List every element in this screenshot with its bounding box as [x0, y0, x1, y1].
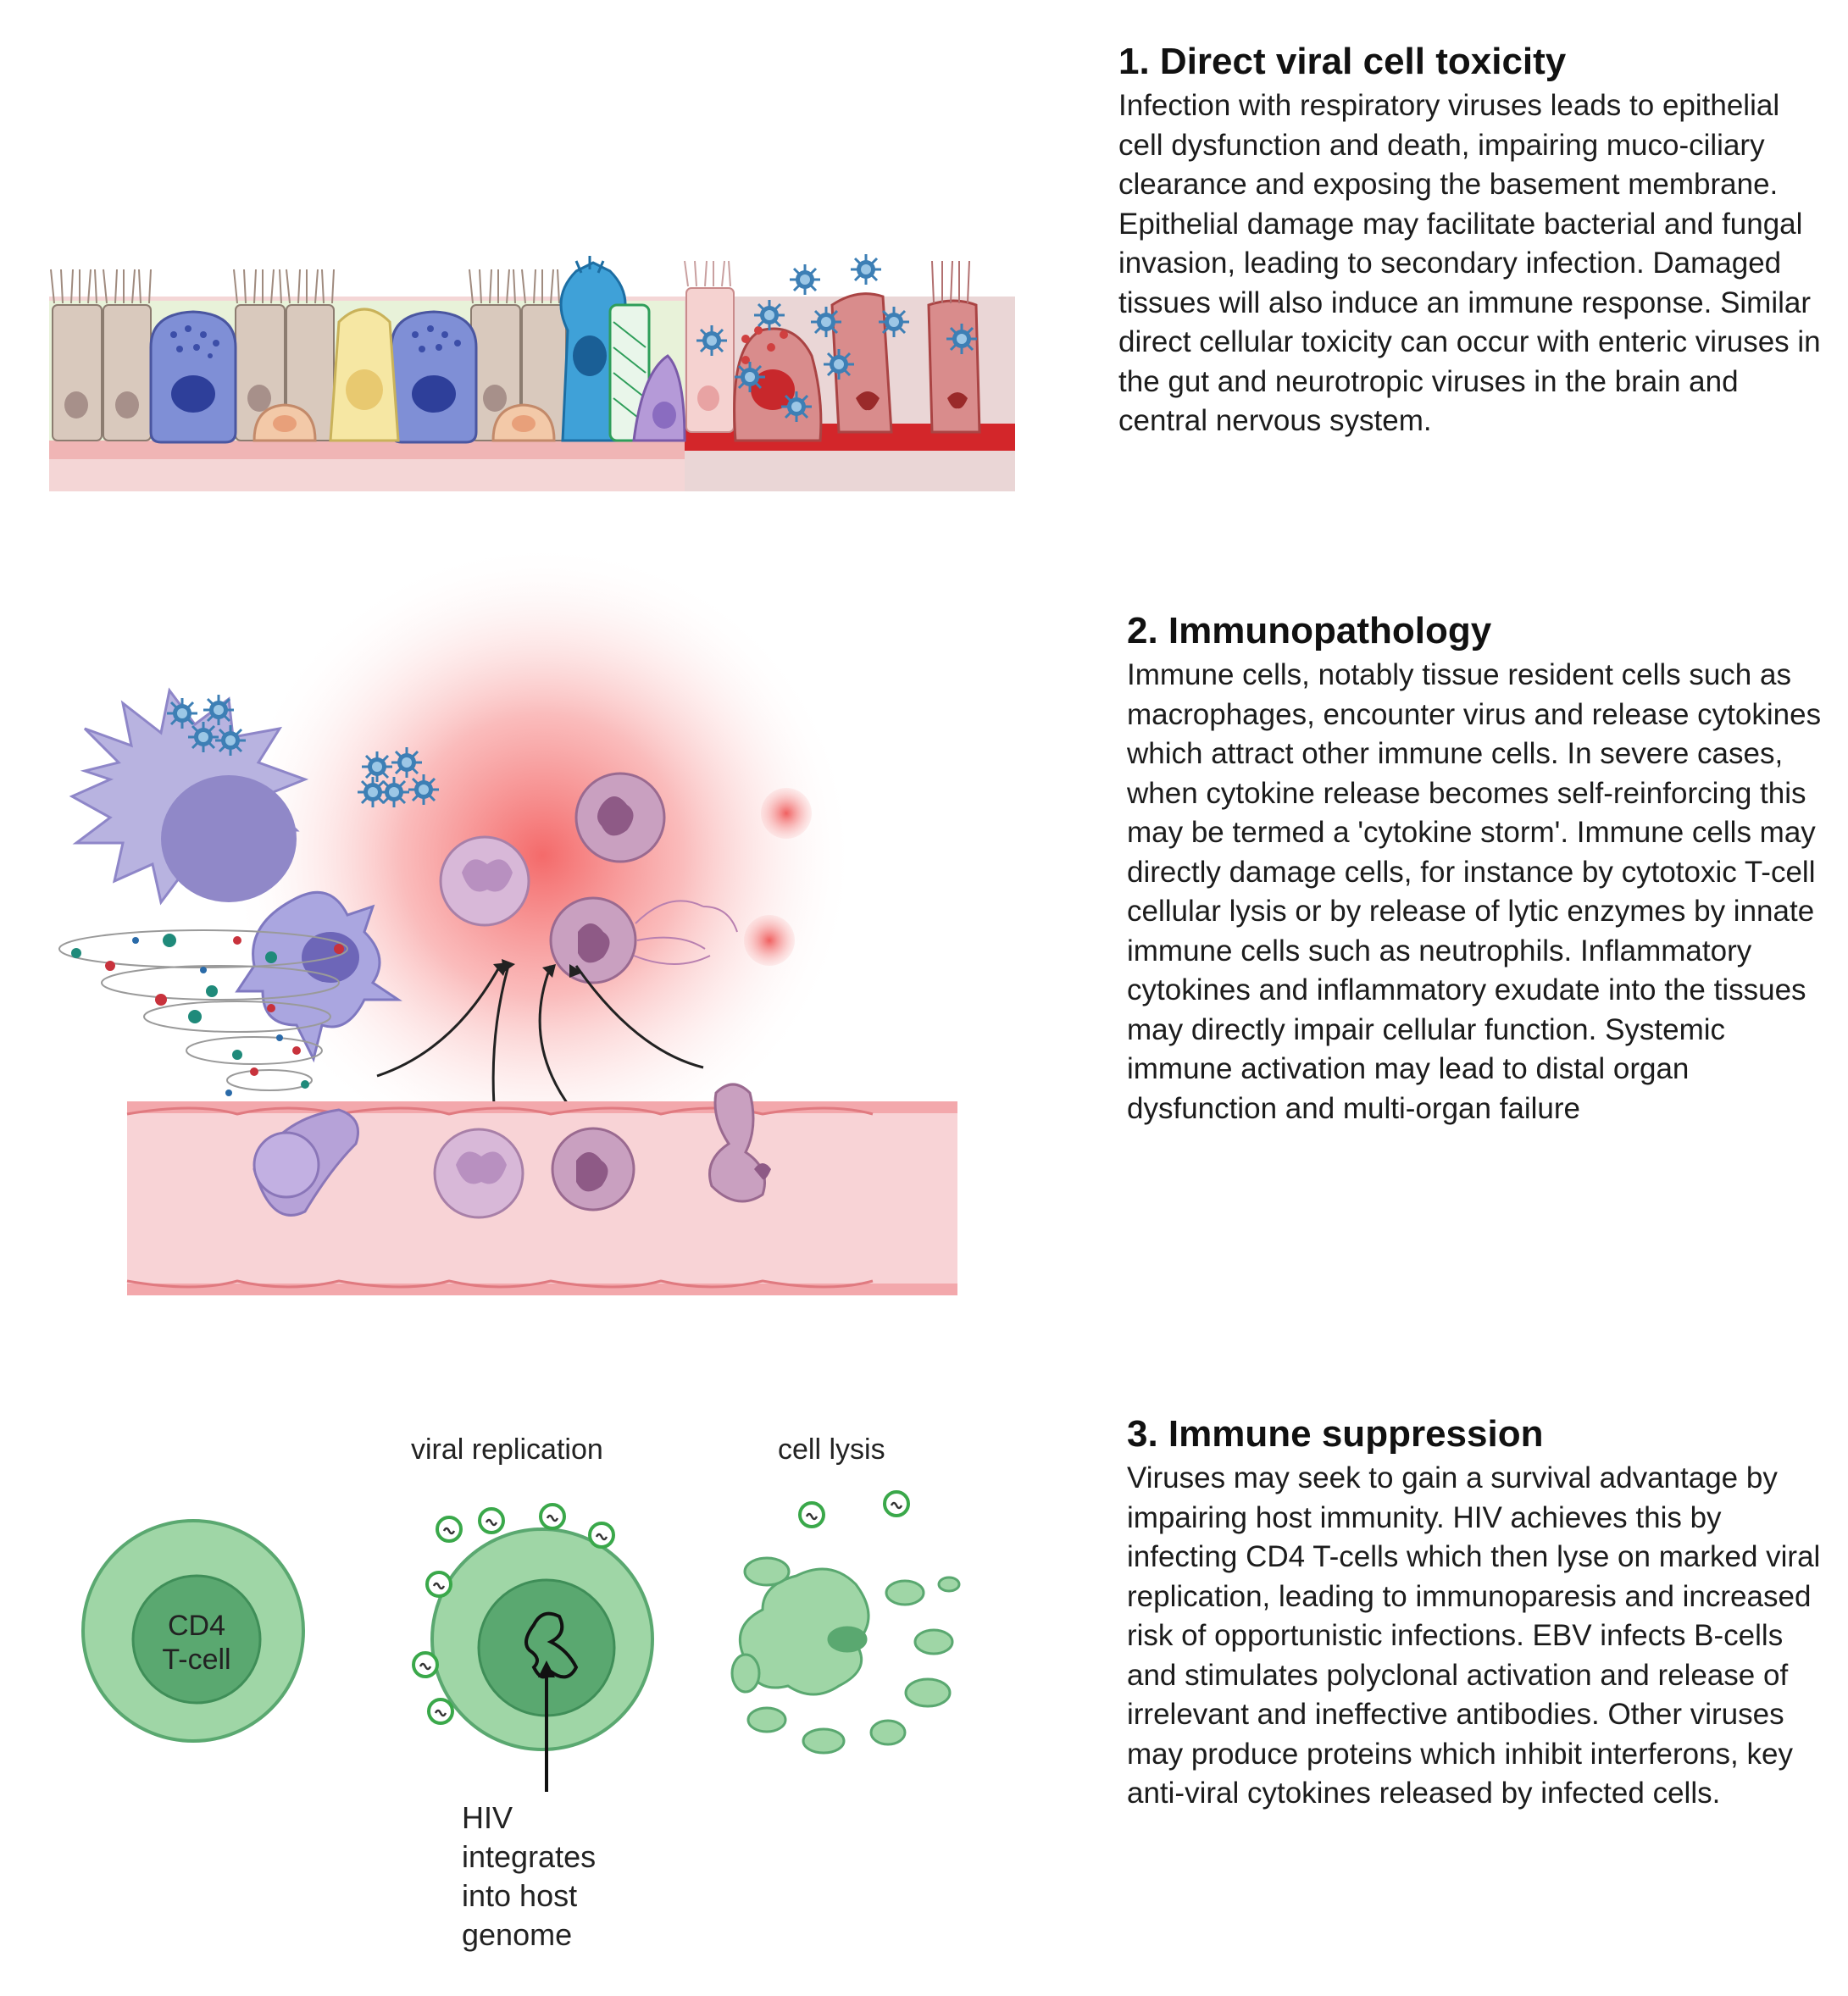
illustration-canvas: viral replication cell lysis CD4 T-cell …: [49, 252, 1015, 1952]
goblet-cell: [149, 310, 237, 444]
neutrophil: [439, 835, 530, 927]
infected-t-cell: [412, 1503, 654, 1792]
hiv-label-line1: HIV: [462, 1800, 513, 1835]
section-heading: 2. Immunopathology: [1127, 610, 1492, 651]
epithelium-illustration: [49, 252, 1015, 491]
section-heading: 3. Immune suppression: [1127, 1413, 1544, 1455]
cytokines: [71, 934, 344, 1096]
lysed-cell: [730, 1556, 961, 1755]
viral-dna-icon: [524, 1611, 579, 1679]
section-heading: 1. Direct viral cell toxicity: [1118, 41, 1567, 82]
macrophage: [69, 687, 309, 906]
section-direct-toxicity: 1. Direct viral cell toxicity Infection …: [1118, 41, 1822, 441]
section-immunopathology: 2. Immunopathology Immune cells, notably…: [1127, 610, 1830, 1128]
dendritic-cell: [235, 890, 402, 1063]
section-body: Immune cells, notably tissue resident ce…: [1127, 658, 1822, 1125]
goblet-cell: [390, 310, 478, 444]
immunopathology-illustration: [58, 542, 957, 1295]
immune-suppression-illustration: viral replication cell lysis CD4 T-cell …: [81, 1433, 961, 1952]
cd4-label-line2: T-cell: [162, 1644, 230, 1676]
hiv-label-line4: genome: [462, 1917, 572, 1952]
section-immune-suppression: 3. Immune suppression Viruses may seek t…: [1127, 1413, 1830, 1814]
section-body: Infection with respiratory viruses leads…: [1118, 89, 1821, 437]
label-cell-lysis: cell lysis: [778, 1433, 885, 1466]
degranulating-cell: [549, 896, 738, 984]
label-viral-replication: viral replication: [411, 1433, 603, 1466]
extravasating-cells: [253, 1083, 771, 1219]
cd4-label-line1: CD4: [168, 1610, 225, 1642]
neutrophil: [574, 772, 666, 863]
section-body: Viruses may seek to gain a survival adva…: [1127, 1461, 1821, 1810]
blood-vessel: [126, 1101, 957, 1295]
cd4-t-cell: CD4 T-cell: [81, 1519, 305, 1743]
hiv-label-line3: into host: [462, 1878, 577, 1913]
cytokine-storm-spiral: [58, 929, 348, 1091]
hiv-label-line2: integrates: [462, 1839, 596, 1874]
